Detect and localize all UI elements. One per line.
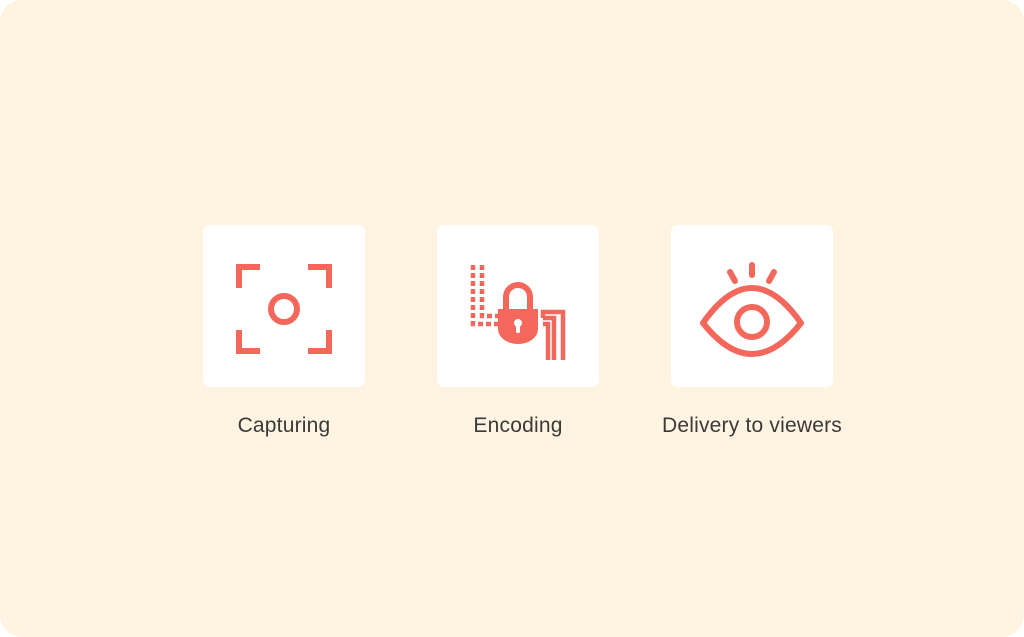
encoding-tile (437, 225, 599, 387)
step-label-capturing: Capturing (237, 414, 331, 437)
step-capturing: Capturing (174, 225, 394, 438)
delivery-tile (671, 225, 833, 387)
lock-encoding-icon (470, 265, 566, 360)
capture-frame-icon (236, 264, 332, 354)
step-label-encoding: Encoding (473, 414, 563, 437)
eye-icon (700, 262, 804, 357)
capturing-tile (203, 225, 365, 387)
step-encoding: Encoding (408, 225, 628, 438)
step-label-delivery: Delivery to viewers (661, 414, 842, 437)
step-delivery: Delivery to viewers (642, 225, 862, 438)
